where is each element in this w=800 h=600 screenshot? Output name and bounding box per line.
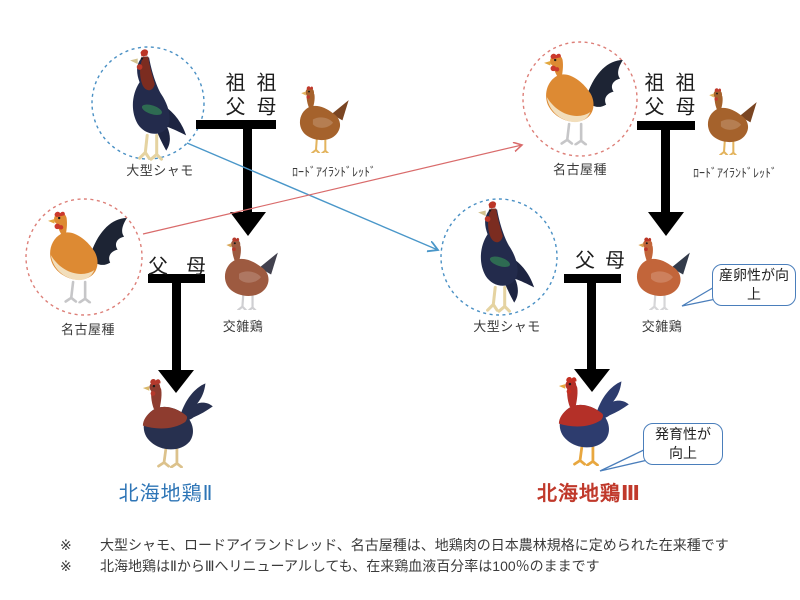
footnote-1-text: 大型シャモ、ロードアイランドレッド、名古屋種は、地鶏肉の日本農林規格に定められた…	[100, 537, 729, 553]
footnote-1: ※ 大型シャモ、ロードアイランドレッド、名古屋種は、地鶏肉の日本農林規格に定めら…	[60, 537, 729, 554]
right-grandfather-role-label: 祖父	[641, 72, 663, 120]
pedigree-arrow-left-parents	[148, 274, 205, 393]
left-grandfather-breed-label: 大型シャモ	[126, 163, 194, 178]
offspring-title-hokkaido-3: 北海地鶏Ⅲ	[537, 483, 641, 505]
callout-egg-laying-improved: 産卵性が向上	[712, 264, 796, 306]
right-father-role-label: 父	[575, 250, 595, 272]
footnote-2-marker: ※	[60, 558, 72, 574]
chicken-rhode-island-red-right-grandmother	[696, 82, 766, 158]
right-father-breed-label: 大型シャモ	[473, 319, 541, 334]
left-mother-breed-label: 交雑鶏	[222, 319, 264, 334]
chicken-crossbred-left-mother	[212, 233, 288, 311]
cross-arrow-nagoya-to-right	[142, 145, 522, 235]
dashed-circle-shamo-left	[91, 46, 205, 160]
left-grandparent-role-labels: 祖父 祖母	[222, 72, 275, 120]
chicken-nagoya-left-father	[36, 210, 138, 304]
pedigree-arrow-right-grandparents	[637, 121, 695, 236]
dashed-circle-nagoya-left	[25, 198, 143, 316]
right-mother-role-label: 母	[605, 250, 625, 272]
right-grandmother-role-label: 祖母	[672, 72, 694, 120]
right-grandparent-role-labels: 祖父 祖母	[641, 72, 694, 120]
callout-growth-improved: 発育性が向上	[643, 423, 723, 465]
chicken-nagoya-right-grandfather	[532, 52, 634, 146]
dashed-circle-nagoya-right	[522, 41, 638, 157]
dashed-circle-shamo-right	[440, 198, 558, 316]
right-grandfather-breed-label: 名古屋種	[552, 162, 607, 177]
right-parent-role-labels: 父 母	[575, 244, 625, 273]
left-mother-role-label: 母	[186, 256, 206, 278]
chicken-crossbred-right-mother	[624, 233, 700, 311]
left-grandfather-role-label: 祖父	[222, 72, 244, 120]
chicken-hokkaido-jidori-2	[130, 372, 222, 472]
right-mother-breed-label: 交雑鶏	[641, 319, 683, 334]
pedigree-arrow-right-parents	[564, 274, 621, 392]
left-grandmother-role-label: 祖母	[253, 72, 275, 120]
left-grandmother-breed-label: ﾛｰﾄﾞｱｲﾗﾝﾄﾞﾚｯﾄﾞ	[291, 165, 376, 179]
pedigree-arrow-left-grandparents	[196, 120, 276, 236]
left-parent-role-labels: 父 母	[148, 250, 206, 279]
chicken-rhode-island-red-left-grandmother	[288, 80, 358, 156]
left-father-breed-label: 名古屋種	[60, 322, 115, 337]
chicken-hokkaido-jidori-3	[546, 370, 638, 470]
footnote-2: ※ 北海地鶏はⅡからⅢへリニューアルしても、在来鶏血液百分率は100％のままです	[60, 558, 729, 575]
footnotes: ※ 大型シャモ、ロードアイランドレッド、名古屋種は、地鶏肉の日本農林規格に定めら…	[60, 537, 729, 579]
cross-arrow-shamo-to-right	[186, 142, 438, 250]
footnote-1-marker: ※	[60, 537, 72, 553]
chicken-shamo-right-father	[456, 200, 542, 314]
chicken-shamo-left-grandfather	[108, 48, 194, 162]
left-father-role-label: 父	[148, 256, 168, 278]
right-grandmother-breed-label: ﾛｰﾄﾞｱｲﾗﾝﾄﾞﾚｯﾄﾞ	[692, 166, 777, 180]
offspring-title-hokkaido-2: 北海地鶏Ⅱ	[118, 483, 214, 505]
footnote-2-text: 北海地鶏はⅡからⅢへリニューアルしても、在来鶏血液百分率は100％のままです	[100, 558, 600, 574]
